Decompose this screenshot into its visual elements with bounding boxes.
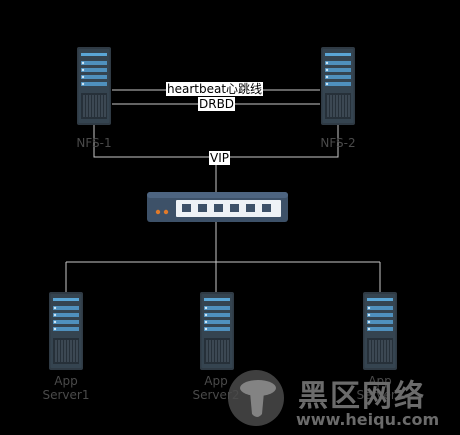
nfs1-server-icon (76, 46, 112, 126)
vip-label: VIP (209, 151, 230, 165)
watermark-title: 黑区网络 (298, 379, 426, 414)
app-server2-label-line1: App (204, 374, 228, 388)
app-server3-label: App Server3 (350, 374, 410, 402)
nfs2-label: NFS-2 (320, 136, 356, 150)
app-server3-label-line2: Server3 (356, 388, 404, 402)
network-switch-icon (147, 192, 288, 222)
watermark-url: www.heiqu.com (296, 410, 440, 429)
app-server2-label-line2: Server2 (192, 388, 240, 402)
app-server3-label-line1: App (368, 374, 392, 388)
heartbeat-label: heartbeat心跳线 (166, 82, 264, 96)
app-server2-label: App Server2 (186, 374, 246, 402)
app-server3-icon (362, 291, 398, 371)
app-server1-label-line1: App (54, 374, 78, 388)
watermark-logo-icon (228, 370, 284, 426)
app-server2-icon (199, 291, 235, 371)
nfs1-label: NFS-1 (76, 136, 112, 150)
app-server1-label: App Server1 (36, 374, 96, 402)
app-server1-label-line2: Server1 (42, 388, 90, 402)
drbd-label: DRBD (198, 97, 236, 111)
nfs2-server-icon (320, 46, 356, 126)
app-server1-icon (48, 291, 84, 371)
